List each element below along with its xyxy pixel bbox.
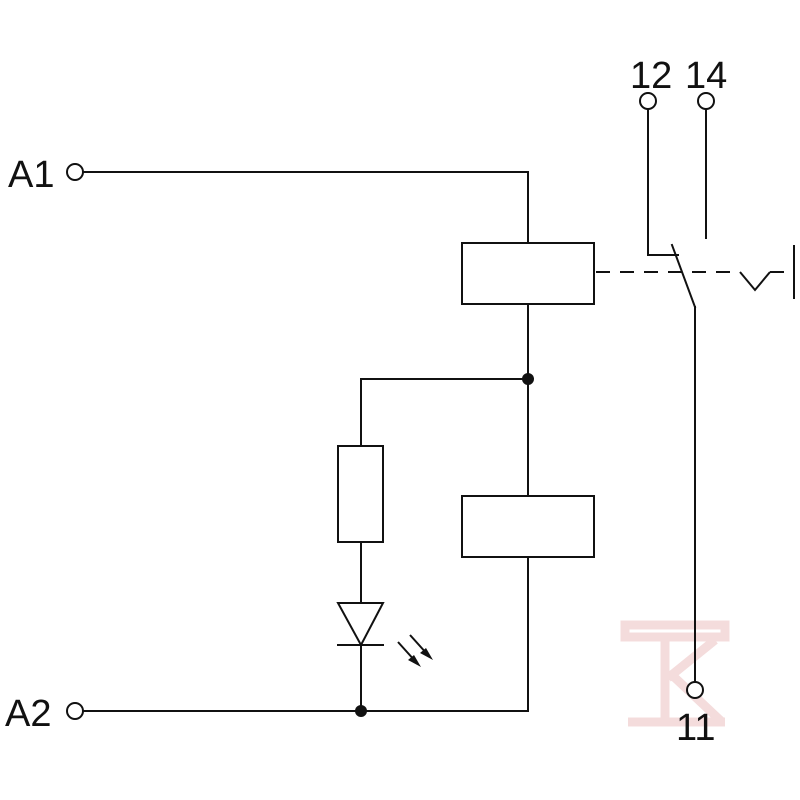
terminal-label-a2: A2 [5, 693, 51, 735]
watermark-logo [620, 620, 730, 727]
terminal-label-14: 14 [685, 55, 727, 97]
led-branch-wire [360, 378, 529, 447]
terminal-a2 [66, 702, 84, 720]
a1-wire [82, 171, 529, 244]
changeover-contact [647, 108, 707, 683]
relay-coil [461, 242, 595, 305]
terminal-12 [639, 92, 657, 110]
junction-node-lower [355, 705, 367, 717]
terminal-a1 [66, 163, 84, 181]
terminal-11 [686, 681, 704, 699]
terminal-label-a1: A1 [8, 154, 54, 196]
terminal-14 [697, 92, 715, 110]
mechanical-linkage [596, 245, 795, 299]
terminal-label-12: 12 [630, 55, 672, 97]
protection-element [461, 495, 595, 558]
light-emission-arrows-icon [397, 634, 433, 667]
led-diode-icon [336, 602, 385, 712]
resistor [337, 445, 384, 543]
terminal-label-11: 11 [676, 707, 715, 749]
